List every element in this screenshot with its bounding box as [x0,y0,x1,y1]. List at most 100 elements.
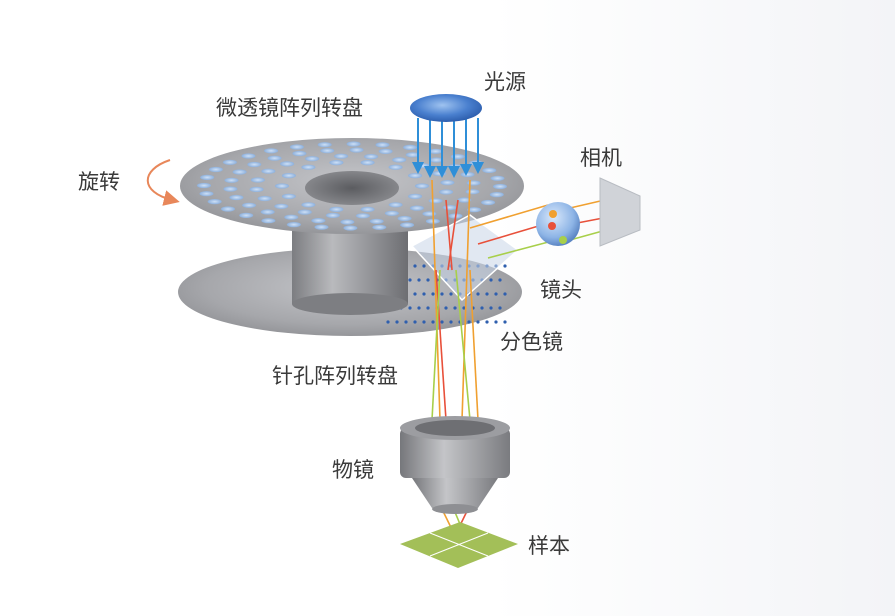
microlens [400,222,415,228]
microlens [281,173,296,179]
microlens [223,186,238,192]
microlens [329,160,344,166]
microlens [467,207,482,213]
microlens [249,186,264,192]
microlens [284,214,299,220]
microlens [267,155,282,161]
microlens [457,197,472,203]
microlens [429,157,444,163]
microlens [281,193,296,199]
microlens [428,148,443,154]
pinhole [494,292,498,296]
curved-arrow-icon [146,159,180,206]
microlens [442,204,457,211]
microlens [360,160,375,166]
objective-lens [400,416,510,514]
microlens [440,180,455,186]
microlens [408,173,423,179]
microlens [392,157,407,163]
pinhole [476,320,480,324]
microlens [450,154,465,160]
microlens [340,219,355,225]
microlens [422,211,437,217]
microlens [317,142,332,148]
pinhole [444,306,448,310]
microlens [346,141,361,147]
microlens [200,174,215,180]
microlens [208,166,223,173]
microlens [329,206,344,212]
microlens [384,210,399,216]
microlens [199,191,214,197]
microlens [275,183,289,189]
pinhole [404,320,408,324]
pinhole [489,306,493,310]
microlens [355,213,370,219]
microlens [493,183,507,190]
microlens [239,212,254,218]
pinhole [503,292,507,296]
pinhole [431,292,435,296]
microlens [482,167,497,173]
pinhole [503,264,507,268]
label-objective: 物镜 [332,458,374,482]
microlens [375,142,390,148]
pinhole [462,306,466,310]
pinhole [386,320,390,324]
pinhole [440,320,444,324]
microlens [405,152,420,158]
microlens [289,144,304,150]
microlens [325,212,340,218]
microlens [314,224,329,230]
microlens [334,153,349,159]
pinhole [422,292,426,296]
pinhole [431,320,435,324]
microlens [397,215,412,222]
microlens [388,164,403,170]
camera-sensor-icon [599,177,641,247]
pinhole [494,320,498,324]
microlens [264,148,279,154]
microlens [260,209,275,215]
microlens [274,203,289,209]
pinhole [498,306,502,310]
microlens [261,168,276,174]
pinhole [395,320,399,324]
pinhole [498,278,502,282]
disk-center-hole [305,171,399,205]
microlens [369,218,384,224]
label-light-source: 光源 [484,70,526,94]
microlens [388,202,403,208]
microlens [222,159,237,165]
pinhole [413,292,417,296]
pinhole [485,320,489,324]
microlens [242,202,257,208]
microlens [465,189,480,195]
pinhole [408,306,412,310]
microlens [428,198,443,204]
microlens [261,218,276,224]
pinhole [422,320,426,324]
pinhole [476,292,480,296]
pinhole [426,306,430,310]
label-dichroic-mirror: 分色镜 [500,330,563,354]
microlens [481,199,496,206]
microlens [343,225,358,231]
pinhole [408,278,412,282]
camera-lens [536,202,580,246]
excitation-light-rays [412,118,484,178]
microlens [224,177,239,183]
label-microlens-disk: 微透镜阵列转盘 [216,96,363,120]
microlens [408,193,423,199]
microlens [460,171,475,178]
microlens [297,209,312,215]
microlens [415,183,429,189]
microlens [250,177,265,183]
microlens [439,189,454,195]
microlens [301,164,316,170]
microlens [197,182,211,189]
microlens [403,144,418,150]
microlens [232,169,247,175]
microlens [221,206,235,212]
